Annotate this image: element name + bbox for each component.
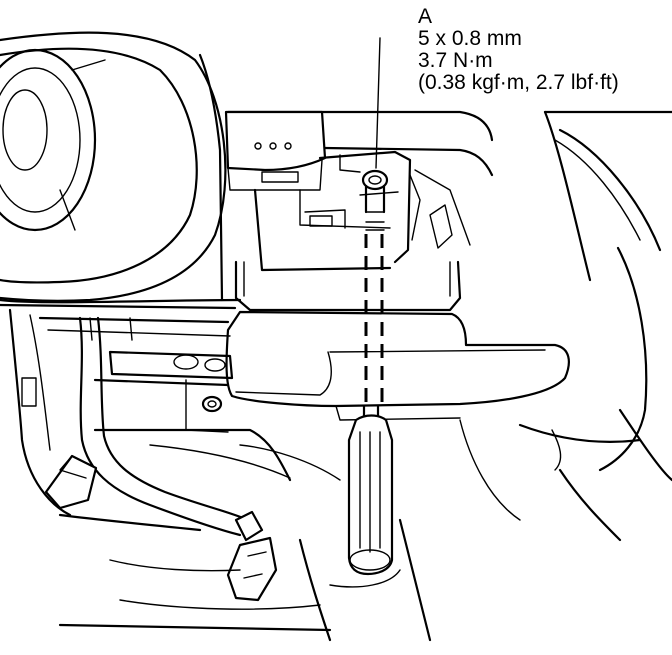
switch-module	[224, 110, 327, 191]
lower-trim-panel	[225, 260, 570, 421]
torque-callout: A 5 x 0.8 mm 3.7 N·m (0.38 kgf·m, 2.7 lb…	[418, 6, 619, 94]
torque-nm-label: 3.7 N·m	[418, 49, 493, 72]
center-console	[58, 408, 672, 642]
steering-wheel	[0, 31, 242, 304]
bolt-a	[359, 169, 399, 231]
bolt-size-label: 5 x 0.8 mm	[418, 27, 522, 50]
alignment-dashed-lines	[364, 234, 384, 406]
screwdriver	[347, 404, 394, 576]
torque-alt-label: (0.38 kgf·m, 2.7 lbf·ft)	[418, 71, 619, 94]
callout-letter: A	[418, 5, 433, 28]
wire-harness	[44, 316, 278, 602]
upper-dash-panel	[198, 53, 672, 472]
mounting-bracket	[253, 150, 471, 272]
lower-left-structure	[0, 303, 341, 517]
callout-leader-line	[375, 37, 381, 169]
